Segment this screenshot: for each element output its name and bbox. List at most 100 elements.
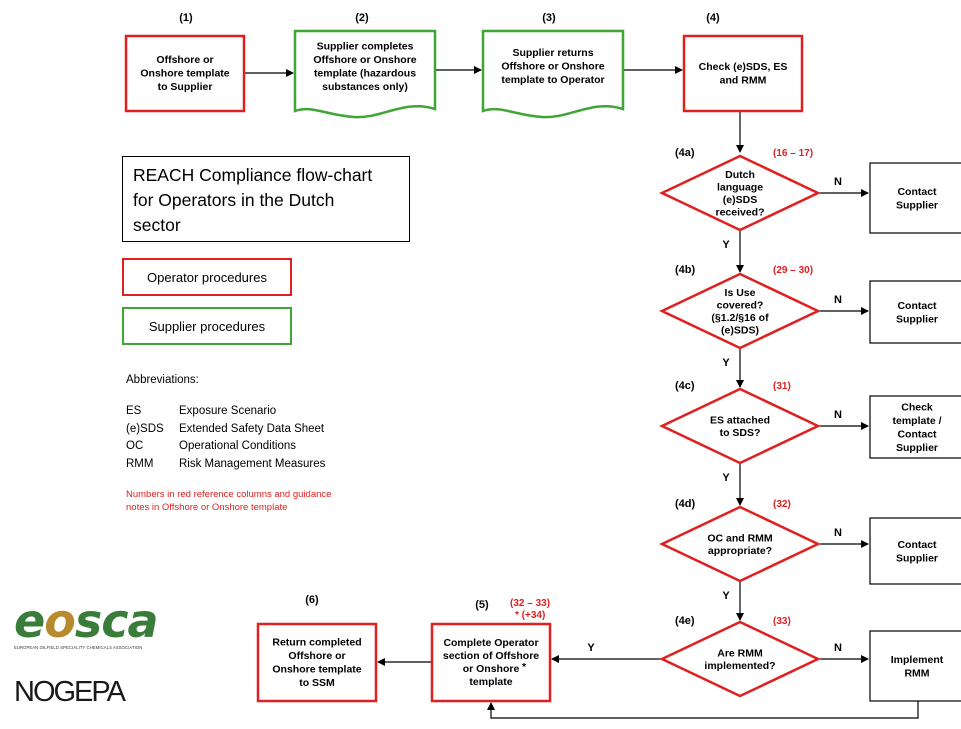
action-box	[869, 280, 961, 344]
legend-supplier-procedures: Supplier procedures	[122, 307, 292, 345]
yes-label: Y	[722, 590, 730, 602]
step-text: Onshore template	[272, 663, 361, 675]
abbreviation-key: ES	[126, 405, 142, 417]
action-text: Supplier	[896, 199, 938, 211]
decision-diamond	[659, 154, 821, 232]
decision-4-node: OC and RMMappropriate?(4d)(32)ContactSup…	[659, 498, 961, 602]
decision-diamond	[659, 272, 821, 350]
supplier-document-shape	[481, 29, 625, 119]
abbreviation-value: Extended Safety Data Sheet	[179, 422, 325, 435]
decision-number: (4c)	[675, 380, 695, 392]
step-text: to Supplier	[158, 81, 213, 93]
step-text: Return completed	[272, 636, 361, 648]
yes-label: Y	[587, 642, 595, 654]
operator-box	[682, 34, 804, 113]
abbreviation-row: (e)SDS Extended Safety Data Sheet	[126, 421, 325, 439]
step-text: section of Offshore	[443, 650, 539, 662]
abbreviation-value: Risk Management Measures	[179, 457, 326, 470]
action-text: Contact	[897, 300, 937, 312]
reference-number: (33)	[773, 616, 791, 627]
legend-operator-procedures: Operator procedures	[122, 258, 292, 296]
abbreviations-list: ES Exposure Scenario (e)SDS Extended Saf…	[126, 403, 325, 473]
action-text: RMM	[904, 667, 929, 679]
no-label: N	[834, 409, 842, 421]
no-label: N	[834, 176, 842, 188]
action-text: Supplier	[896, 552, 938, 564]
action-text: Contact	[897, 186, 937, 198]
decision-text: appropriate?	[708, 545, 772, 557]
decision-text: Is Use	[725, 287, 756, 299]
reference-number: (32 – 33)	[510, 598, 550, 609]
action-box	[869, 162, 961, 234]
step-text: Offshore or Onshore	[501, 61, 604, 73]
decision-text: OC and RMM	[707, 532, 773, 544]
decision-text: to SDS?	[720, 427, 761, 439]
abbreviations-heading: Abbreviations:	[126, 374, 199, 386]
chart-title: REACH Compliance flow-chart for Operator…	[122, 156, 410, 242]
step-text: Supplier completes	[317, 40, 414, 52]
connector-arrow	[487, 701, 919, 719]
decision-text: (e)SDS	[723, 194, 757, 206]
step-text: substances only)	[322, 81, 408, 93]
yes-label: Y	[722, 357, 730, 369]
step-text: template	[469, 676, 512, 688]
eosca-logo-tagline: EUROPEAN OILFIELD SPECIALITY CHEMICALS A…	[14, 645, 143, 650]
operator-box	[256, 622, 378, 703]
action-text: Supplier	[896, 313, 938, 325]
connectors	[244, 66, 919, 719]
operator-box	[124, 34, 246, 113]
action-box	[869, 395, 961, 459]
title-line: REACH Compliance flow-chart	[133, 165, 373, 185]
abbreviation-key: OC	[126, 440, 144, 452]
decision-text: implemented?	[704, 660, 775, 672]
abbreviation-key: RMM	[126, 457, 154, 470]
step-text: to SSM	[299, 677, 335, 689]
step-number: (3)	[542, 12, 556, 24]
reference-number: * (+34)	[515, 610, 545, 621]
action-box	[869, 630, 961, 702]
nogepa-logo: NOGEPA	[14, 676, 126, 708]
eosca-logo-word: eosca	[14, 594, 159, 648]
abbreviation-row: RMM Risk Management Measures	[126, 456, 325, 474]
step-number: (6)	[305, 594, 319, 606]
decision-text: ES attached	[710, 414, 770, 426]
no-label: N	[834, 527, 842, 539]
decision-diamond	[659, 620, 821, 698]
title-line: sector	[133, 215, 181, 235]
supplier-document-shape	[293, 29, 437, 119]
operator-box	[430, 622, 552, 703]
abbreviation-key: (e)SDS	[126, 422, 164, 435]
no-label: N	[834, 642, 842, 654]
no-label: N	[834, 294, 842, 306]
decision-text: language	[717, 181, 763, 193]
decision-number: (4a)	[675, 147, 695, 159]
decision-diamond	[659, 505, 821, 583]
legend-supplier-label: Supplier procedures	[148, 318, 266, 334]
step-text: Offshore or	[156, 54, 213, 66]
action-text: Check	[901, 401, 933, 413]
asterisk-mark: *	[522, 661, 527, 673]
step-text: template to Operator	[501, 74, 604, 86]
title-line: for Operators in the Dutch	[133, 190, 335, 210]
reference-note: Numbers in red reference columns and gui…	[126, 489, 332, 513]
decision-text: Are RMM	[717, 647, 763, 659]
yes-label: Y	[722, 472, 730, 484]
reference-number: (31)	[773, 381, 791, 392]
reference-number: (29 – 30)	[773, 265, 813, 276]
step-text: and RMM	[720, 74, 767, 86]
abbreviation-row: OC Operational Conditions	[126, 438, 325, 456]
reference-number: (32)	[773, 499, 791, 510]
legend-operator-label: Operator procedures	[147, 269, 267, 285]
step-text: template (hazardous	[314, 67, 416, 79]
decision-number: (4d)	[675, 498, 696, 510]
decision-text: received?	[715, 206, 764, 218]
